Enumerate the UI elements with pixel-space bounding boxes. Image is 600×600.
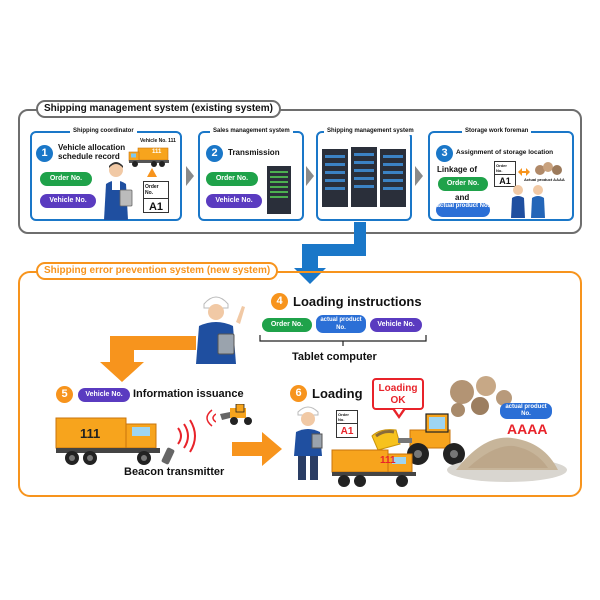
callout-pointer-icon [392,409,406,419]
step-4-product-pill: actual product No. [316,315,366,333]
storage-product-caption: Actual product AAAA [524,177,565,182]
beacon-signal-icon [161,419,196,465]
orange-flow-arrow-a [100,336,196,382]
step-6-label: Loading [312,386,363,401]
sales-panel-title: Sales management system [210,127,293,135]
step-5-vehicle-pill: Vehicle No. [78,388,130,402]
step-6-product-pill: actual product No. [500,403,552,419]
tablet-label: Tablet computer [292,351,377,363]
step-3-badge: 3 [436,145,453,162]
sales-vehicle-pill: Vehicle No. [206,194,262,208]
coordinator-label: Vehicle allocation schedule record [58,143,126,161]
stone-pile-icon [450,376,512,417]
worker-with-tablet-icon [196,296,245,364]
coordinator-order-pill: Order No. [40,172,92,186]
step-4-label: Loading instructions [293,294,422,309]
flow-arrow-3 [415,166,423,186]
bracket-icon [259,335,427,346]
wifi-signal-icon [206,409,216,427]
step-6-order-card: Order No. A1 [336,410,358,438]
storage-product-pill: actual product No. [436,203,490,217]
storage-panel-title: Storage work foreman [462,127,532,135]
wheel-loader-small-icon [220,404,252,425]
loading-ok-callout: Loading OK [372,378,424,410]
storage-card-label: Order No. [495,162,515,175]
step-1-badge: 1 [36,145,53,162]
orange-flow-arrow-b [232,432,282,466]
small-truck-icon [128,147,169,167]
step-4-badge: 4 [271,293,288,310]
storage-and-text: and [455,193,470,202]
step-4-order-pill: Order No. [262,318,312,332]
double-arrow-icon [518,168,530,176]
storage-order-pill: Order No. [438,177,488,191]
step-2-badge: 2 [206,145,223,162]
step-6-card-value: A1 [340,426,354,437]
new-system-title: Shipping error prevention system (new sy… [36,262,279,280]
small-truck-number: 111 [152,149,162,155]
storage-order-card: Order No. A1 [494,161,516,187]
foreman-people-icon [511,185,545,218]
existing-system-frame [18,109,582,234]
sales-label: Transmission [228,148,280,157]
loading-truck-icon [331,449,416,487]
server-panel-title: Shipping management system [324,127,417,135]
step-5-badge: 5 [56,386,73,403]
product-rocks-icon [535,162,562,175]
step-6-card-label: Order No. [337,411,357,424]
loading-worker-icon [294,406,323,480]
coordinator-card-value: A1 [148,201,164,213]
existing-system-title: Shipping management system (existing sys… [36,100,281,118]
dump-truck-number: 111 [80,426,101,441]
new-system-frame [18,271,582,497]
flow-arrow-1 [186,166,194,186]
coordinator-person-icon [104,162,133,220]
step-4-vehicle-pill: Vehicle No. [370,318,422,332]
sales-order-pill: Order No. [206,172,258,186]
beacon-label: Beacon transmitter [124,466,225,478]
step-6-product-value: AAAA [507,421,548,437]
dump-truck-icon [55,417,160,465]
step-5-label: Information issuance [133,388,244,400]
vehicle-tag-label: Vehicle No. 111 [140,138,176,144]
storage-label: Assignment of storage location [456,149,554,156]
coordinator-card-label: Order No. [144,182,168,199]
flow-arrow-2 [306,166,314,186]
server-rack-icon [322,147,406,207]
storage-card-value: A1 [499,176,511,186]
up-arrow-icon [147,168,157,177]
step-6-badge: 6 [290,385,307,402]
storage-linkage-text: Linkage of [437,165,478,174]
loading-ok-text: Loading OK [378,383,418,406]
loading-truck-number: 111 [380,455,396,466]
system-link-arrow [294,222,366,284]
sand-pile-icon [447,437,567,482]
coordinator-order-card: Order No. A1 [143,181,169,213]
sales-server-icon [267,166,291,214]
coordinator-panel-title: Shipping coordinator [70,127,137,135]
coordinator-vehicle-pill: Vehicle No. [40,194,96,208]
